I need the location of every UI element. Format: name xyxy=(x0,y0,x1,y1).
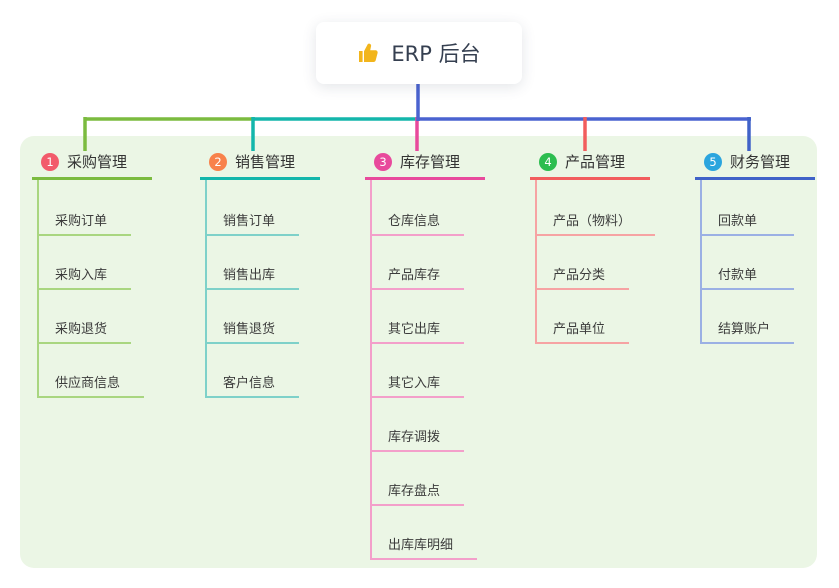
child-node[interactable]: 产品（物料） xyxy=(537,180,656,236)
branch-header[interactable]: 3 库存管理 xyxy=(365,146,485,180)
branch-children: 仓库信息产品库存其它出库其它入库库存调拨库存盘点出库库明细 xyxy=(370,180,478,560)
child-node-label: 其它入库 xyxy=(388,376,441,391)
branch-2: 2 销售管理 销售订单销售出库销售退货客户信息 xyxy=(200,146,320,398)
branch-header[interactable]: 5 财务管理 xyxy=(695,146,815,180)
child-node-label: 供应商信息 xyxy=(55,376,121,391)
branch-badge: 1 xyxy=(41,152,59,171)
branch-children: 销售订单销售出库销售退货客户信息 xyxy=(205,180,300,398)
branch-badge: 2 xyxy=(209,152,227,171)
branch-badge: 5 xyxy=(704,152,722,171)
child-node[interactable]: 其它入库 xyxy=(372,344,465,398)
child-node-label: 付款单 xyxy=(718,268,758,283)
child-node-label: 产品分类 xyxy=(553,268,606,283)
child-node[interactable]: 销售退货 xyxy=(207,290,300,344)
child-node-label: 结算账户 xyxy=(718,322,771,337)
branch-children: 产品（物料） 产品分类产品单位 xyxy=(535,180,656,344)
branch-3: 3 库存管理 仓库信息产品库存其它出库其它入库库存调拨库存盘点出库库明细 xyxy=(365,146,485,560)
branch-badge: 4 xyxy=(539,152,557,171)
child-node-label: 其它出库 xyxy=(388,322,441,337)
child-node[interactable]: 客户信息 xyxy=(207,344,300,398)
branch-1: 1 采购管理 采购订单采购入库采购退货供应商信息 xyxy=(32,146,152,398)
child-node-label: 销售出库 xyxy=(223,268,276,283)
child-node[interactable]: 库存盘点 xyxy=(372,452,465,506)
child-node-label: 产品单位 xyxy=(553,322,606,337)
branch-title: 产品管理 xyxy=(565,153,626,171)
root-label: ERP 后台 xyxy=(391,42,481,66)
child-node-label: 出库库明细 xyxy=(388,538,454,553)
child-node-label: 客户信息 xyxy=(223,376,276,391)
branch-title: 采购管理 xyxy=(67,153,128,171)
branch-5: 5 财务管理 回款单付款单结算账户 xyxy=(695,146,815,344)
child-node[interactable]: 仓库信息 xyxy=(372,180,465,236)
child-node[interactable]: 其它出库 xyxy=(372,290,465,344)
branches-panel xyxy=(20,136,817,568)
child-node[interactable]: 采购订单 xyxy=(39,180,132,236)
child-node-label: 采购入库 xyxy=(55,268,108,283)
child-node[interactable]: 供应商信息 xyxy=(39,344,145,398)
child-node[interactable]: 产品单位 xyxy=(537,290,630,344)
branch-children: 采购订单采购入库采购退货供应商信息 xyxy=(37,180,145,398)
child-node-label: 采购订单 xyxy=(55,214,108,229)
branch-title: 销售管理 xyxy=(235,153,296,171)
branch-4: 4 产品管理 产品（物料） 产品分类产品单位 xyxy=(530,146,656,344)
child-node[interactable]: 销售出库 xyxy=(207,236,300,290)
child-node-label: 采购退货 xyxy=(55,322,108,337)
branch-header[interactable]: 4 产品管理 xyxy=(530,146,650,180)
child-node[interactable]: 库存调拨 xyxy=(372,398,465,452)
child-node[interactable]: 采购退货 xyxy=(39,290,132,344)
branch-badge: 3 xyxy=(374,152,392,171)
child-node-label: 产品（物料） xyxy=(553,214,632,229)
child-node[interactable]: 产品分类 xyxy=(537,236,630,290)
root-node[interactable]: ERP 后台 xyxy=(316,22,522,84)
child-node[interactable]: 付款单 xyxy=(702,236,794,290)
child-node[interactable]: 采购入库 xyxy=(39,236,132,290)
child-node-label: 产品库存 xyxy=(388,268,441,283)
child-node-label: 仓库信息 xyxy=(388,214,441,229)
child-node-label: 回款单 xyxy=(718,214,758,229)
child-node[interactable]: 回款单 xyxy=(702,180,794,236)
child-node[interactable]: 出库库明细 xyxy=(372,506,478,560)
thumbs-up-icon xyxy=(357,41,381,65)
branch-title: 财务管理 xyxy=(730,153,791,171)
child-node-label: 库存调拨 xyxy=(388,430,441,445)
child-node-label: 销售订单 xyxy=(223,214,276,229)
child-node[interactable]: 结算账户 xyxy=(702,290,795,344)
branch-title: 库存管理 xyxy=(400,153,461,171)
branch-header[interactable]: 1 采购管理 xyxy=(32,146,152,180)
branch-header[interactable]: 2 销售管理 xyxy=(200,146,320,180)
child-node[interactable]: 销售订单 xyxy=(207,180,300,236)
branch-children: 回款单付款单结算账户 xyxy=(700,180,795,344)
child-node[interactable]: 产品库存 xyxy=(372,236,465,290)
child-node-label: 销售退货 xyxy=(223,322,276,337)
child-node-label: 库存盘点 xyxy=(388,484,441,499)
